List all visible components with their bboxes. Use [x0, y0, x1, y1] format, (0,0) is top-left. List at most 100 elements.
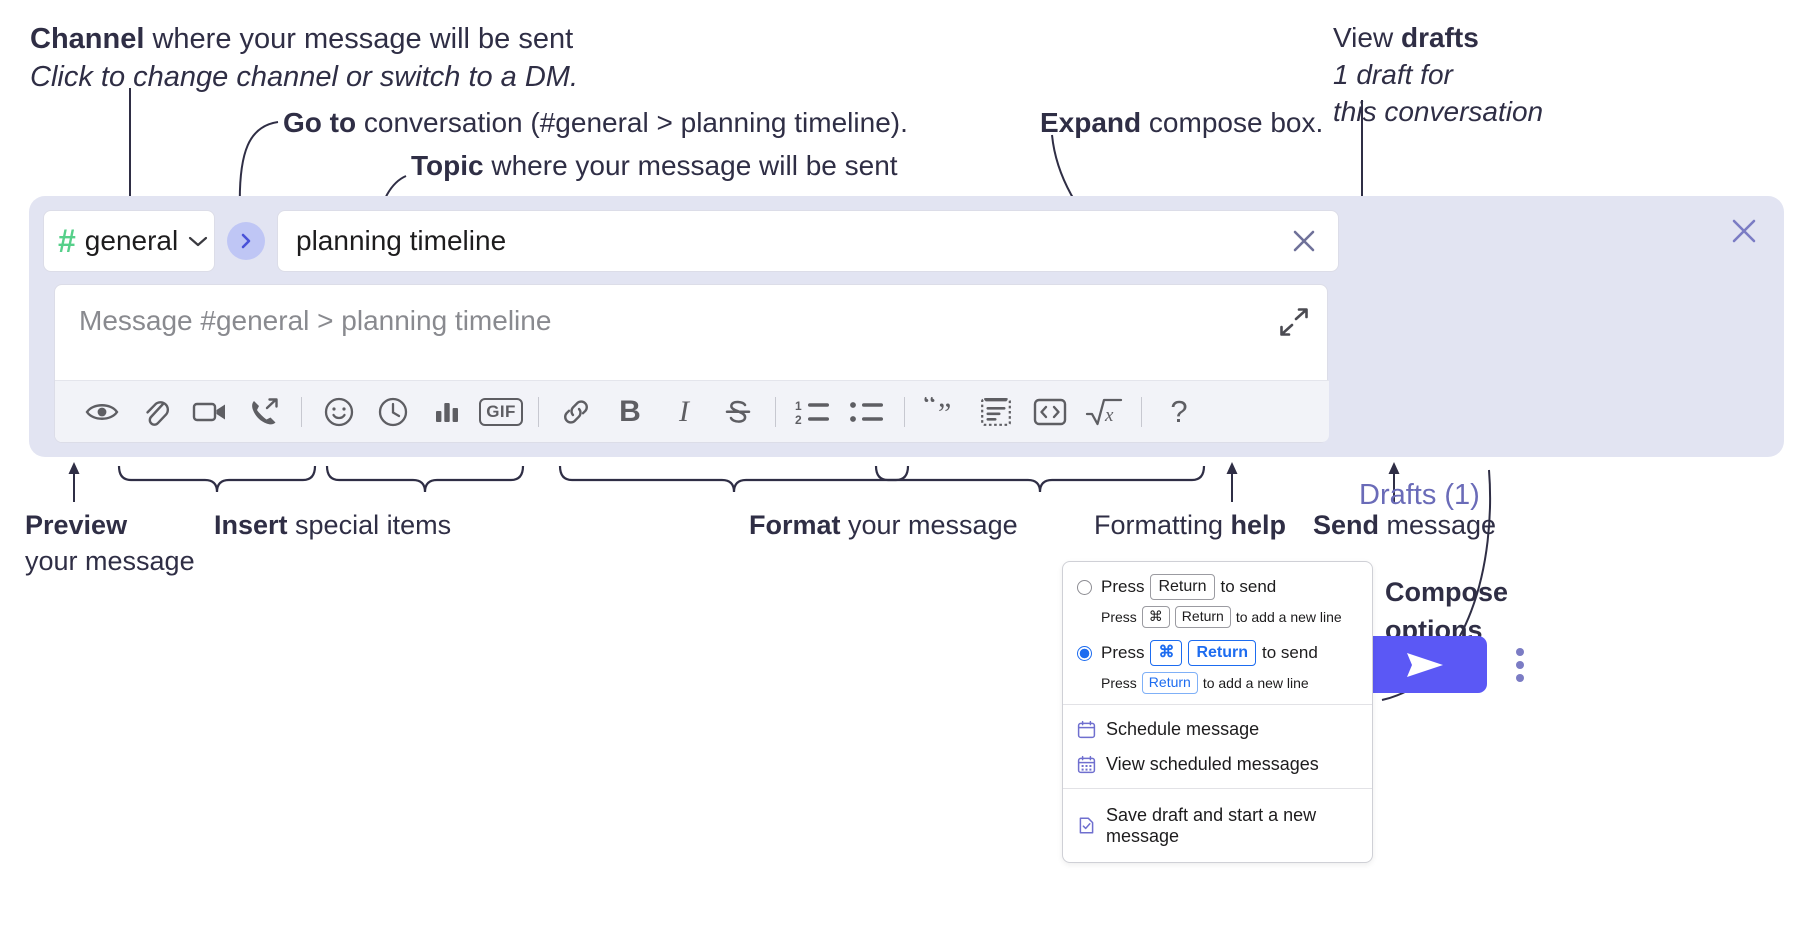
annotation-drafts-italic2: this conversation: [1333, 95, 1544, 127]
send-shortcut-options: Press Return to send Press ⌘ Return to a…: [1063, 562, 1372, 704]
calendar-icon: [1077, 720, 1096, 739]
menu-item-save-draft[interactable]: Save draft and start a new message: [1063, 795, 1372, 854]
menu-divider: [1063, 787, 1372, 789]
annotation-preview: Preview your message: [25, 508, 195, 579]
audio-call-icon[interactable]: [237, 389, 291, 435]
link-icon[interactable]: [549, 389, 603, 435]
video-icon[interactable]: [183, 389, 237, 435]
annotation-send: Send message: [1313, 508, 1496, 544]
ordered-list-icon[interactable]: 1 2: [786, 389, 840, 435]
opt1-to-send: to send: [1220, 577, 1277, 597]
expand-icon[interactable]: [1277, 305, 1311, 339]
annotation-insert-bold: Insert: [214, 510, 288, 540]
annotation-formatting-help: Formatting help: [1094, 508, 1286, 544]
annotation-expand-rest: compose box.: [1141, 107, 1324, 138]
emoji-icon[interactable]: [312, 389, 366, 435]
opt2-press: Press: [1101, 643, 1145, 663]
strikethrough-icon[interactable]: [711, 389, 765, 435]
help-icon[interactable]: ?: [1152, 389, 1206, 435]
annotation-help-plain: Formatting: [1094, 510, 1231, 540]
blockquote-icon[interactable]: “ ”: [915, 389, 969, 435]
annotation-preview-sub: your message: [25, 545, 195, 576]
toolbar-divider: [301, 396, 302, 427]
attachment-icon[interactable]: [129, 389, 183, 435]
compose-header-row: # general planning timeline: [43, 210, 1339, 272]
annotation-compose-bold1: Compose: [1385, 577, 1509, 607]
key-return: Return: [1150, 574, 1215, 601]
svg-text:1: 1: [795, 399, 802, 413]
code-block-icon[interactable]: [969, 389, 1023, 435]
annotation-topic-rest: where your message will be sent: [483, 150, 898, 181]
opt1-sub-tail: to add a new line: [1235, 609, 1342, 626]
toolbar-divider: [1141, 396, 1142, 427]
key-command: ⌘: [1150, 639, 1183, 667]
message-input-box[interactable]: Message #general > planning timeline: [54, 284, 1329, 443]
topic-input[interactable]: planning timeline: [277, 210, 1339, 272]
annotation-topic: Topic where your message will be sent: [411, 148, 898, 185]
annotation-drafts: View drafts 1 draft for this conversatio…: [1333, 20, 1543, 131]
compose-options-dropdown: Press Return to send Press ⌘ Return to a…: [1062, 561, 1373, 863]
annotation-insert-rest: special items: [287, 510, 452, 540]
annotation-channel: Channel where your message will be sent …: [30, 20, 578, 97]
bulleted-list-icon[interactable]: [840, 389, 894, 435]
gif-icon[interactable]: GIF: [474, 389, 528, 435]
option-return-to-send[interactable]: Press Return to send Press ⌘ Return to a…: [1077, 574, 1358, 628]
toolbar-divider: [538, 396, 539, 427]
send-icon: [1407, 652, 1443, 677]
svg-text:”: ”: [938, 397, 951, 427]
kebab-dot: [1516, 648, 1524, 656]
toolbar-divider: [904, 396, 905, 427]
toolbar-divider: [775, 396, 776, 427]
radio-selected[interactable]: [1077, 645, 1092, 661]
math-icon[interactable]: x: [1077, 389, 1131, 435]
annotation-format-bold: Format: [749, 510, 841, 540]
compose-options-menu-button[interactable]: [1507, 643, 1533, 687]
annotation-help-bold: help: [1230, 510, 1287, 540]
annotation-channel-bold: Channel: [30, 23, 145, 55]
formatting-toolbar: GIF B I: [55, 380, 1329, 442]
radio-unselected[interactable]: [1077, 579, 1092, 595]
key-return: Return: [1174, 606, 1231, 628]
opt1-press: Press: [1101, 577, 1145, 597]
inline-code-icon[interactable]: [1023, 389, 1077, 435]
preview-icon[interactable]: [75, 389, 129, 435]
clear-topic-icon[interactable]: [1286, 223, 1322, 259]
opt2-sub-press: Press: [1101, 675, 1137, 692]
kebab-dot: [1516, 674, 1524, 682]
opt2-sub-tail: to add a new line: [1202, 675, 1309, 692]
annotation-preview-bold: Preview: [25, 510, 128, 540]
menu-item-label: View scheduled messages: [1106, 753, 1319, 774]
hash-icon: #: [58, 223, 76, 259]
opt2-to-send: to send: [1262, 643, 1318, 663]
opt1-sub-press: Press: [1101, 609, 1137, 626]
menu-item-view-scheduled-messages[interactable]: View scheduled messages: [1063, 747, 1372, 782]
goto-conversation-button[interactable]: [227, 222, 265, 260]
compose-panel: # general planning timeline: [29, 196, 1784, 693]
send-button[interactable]: [1361, 636, 1487, 693]
chevron-down-icon: [187, 234, 209, 248]
poll-icon[interactable]: [420, 389, 474, 435]
key-return: Return: [1141, 672, 1198, 694]
annotation-channel-rest: where your message will be sent: [144, 23, 574, 55]
menu-item-schedule-message[interactable]: Schedule message: [1063, 709, 1372, 747]
annotation-topic-bold: Topic: [411, 150, 484, 181]
option-command-return-to-send[interactable]: Press ⌘ Return to send Press Return to a…: [1077, 639, 1358, 694]
annotation-expand: Expand compose box.: [1040, 105, 1323, 142]
gif-label: GIF: [479, 397, 523, 426]
document-check-icon: [1077, 816, 1096, 835]
annotation-drafts-italic1: 1 draft for: [1333, 58, 1453, 90]
annotation-format: Format your message: [749, 508, 1018, 544]
bold-icon[interactable]: B: [603, 389, 657, 435]
annotation-goto-bold: Go to: [283, 107, 357, 138]
close-icon[interactable]: [1726, 213, 1762, 249]
drafts-link[interactable]: Drafts (1): [1359, 479, 1480, 511]
annotation-drafts-plain: View: [1333, 22, 1401, 53]
channel-selector[interactable]: # general: [43, 210, 215, 272]
key-command: ⌘: [1141, 606, 1170, 628]
annotation-send-bold: Send: [1313, 510, 1380, 540]
topic-value: planning timeline: [296, 225, 507, 256]
calendar-grid-icon: [1077, 755, 1096, 774]
italic-icon[interactable]: I: [657, 389, 711, 435]
annotation-goto-rest: conversation (#general > planning timeli…: [356, 107, 908, 138]
clock-icon[interactable]: [366, 389, 420, 435]
